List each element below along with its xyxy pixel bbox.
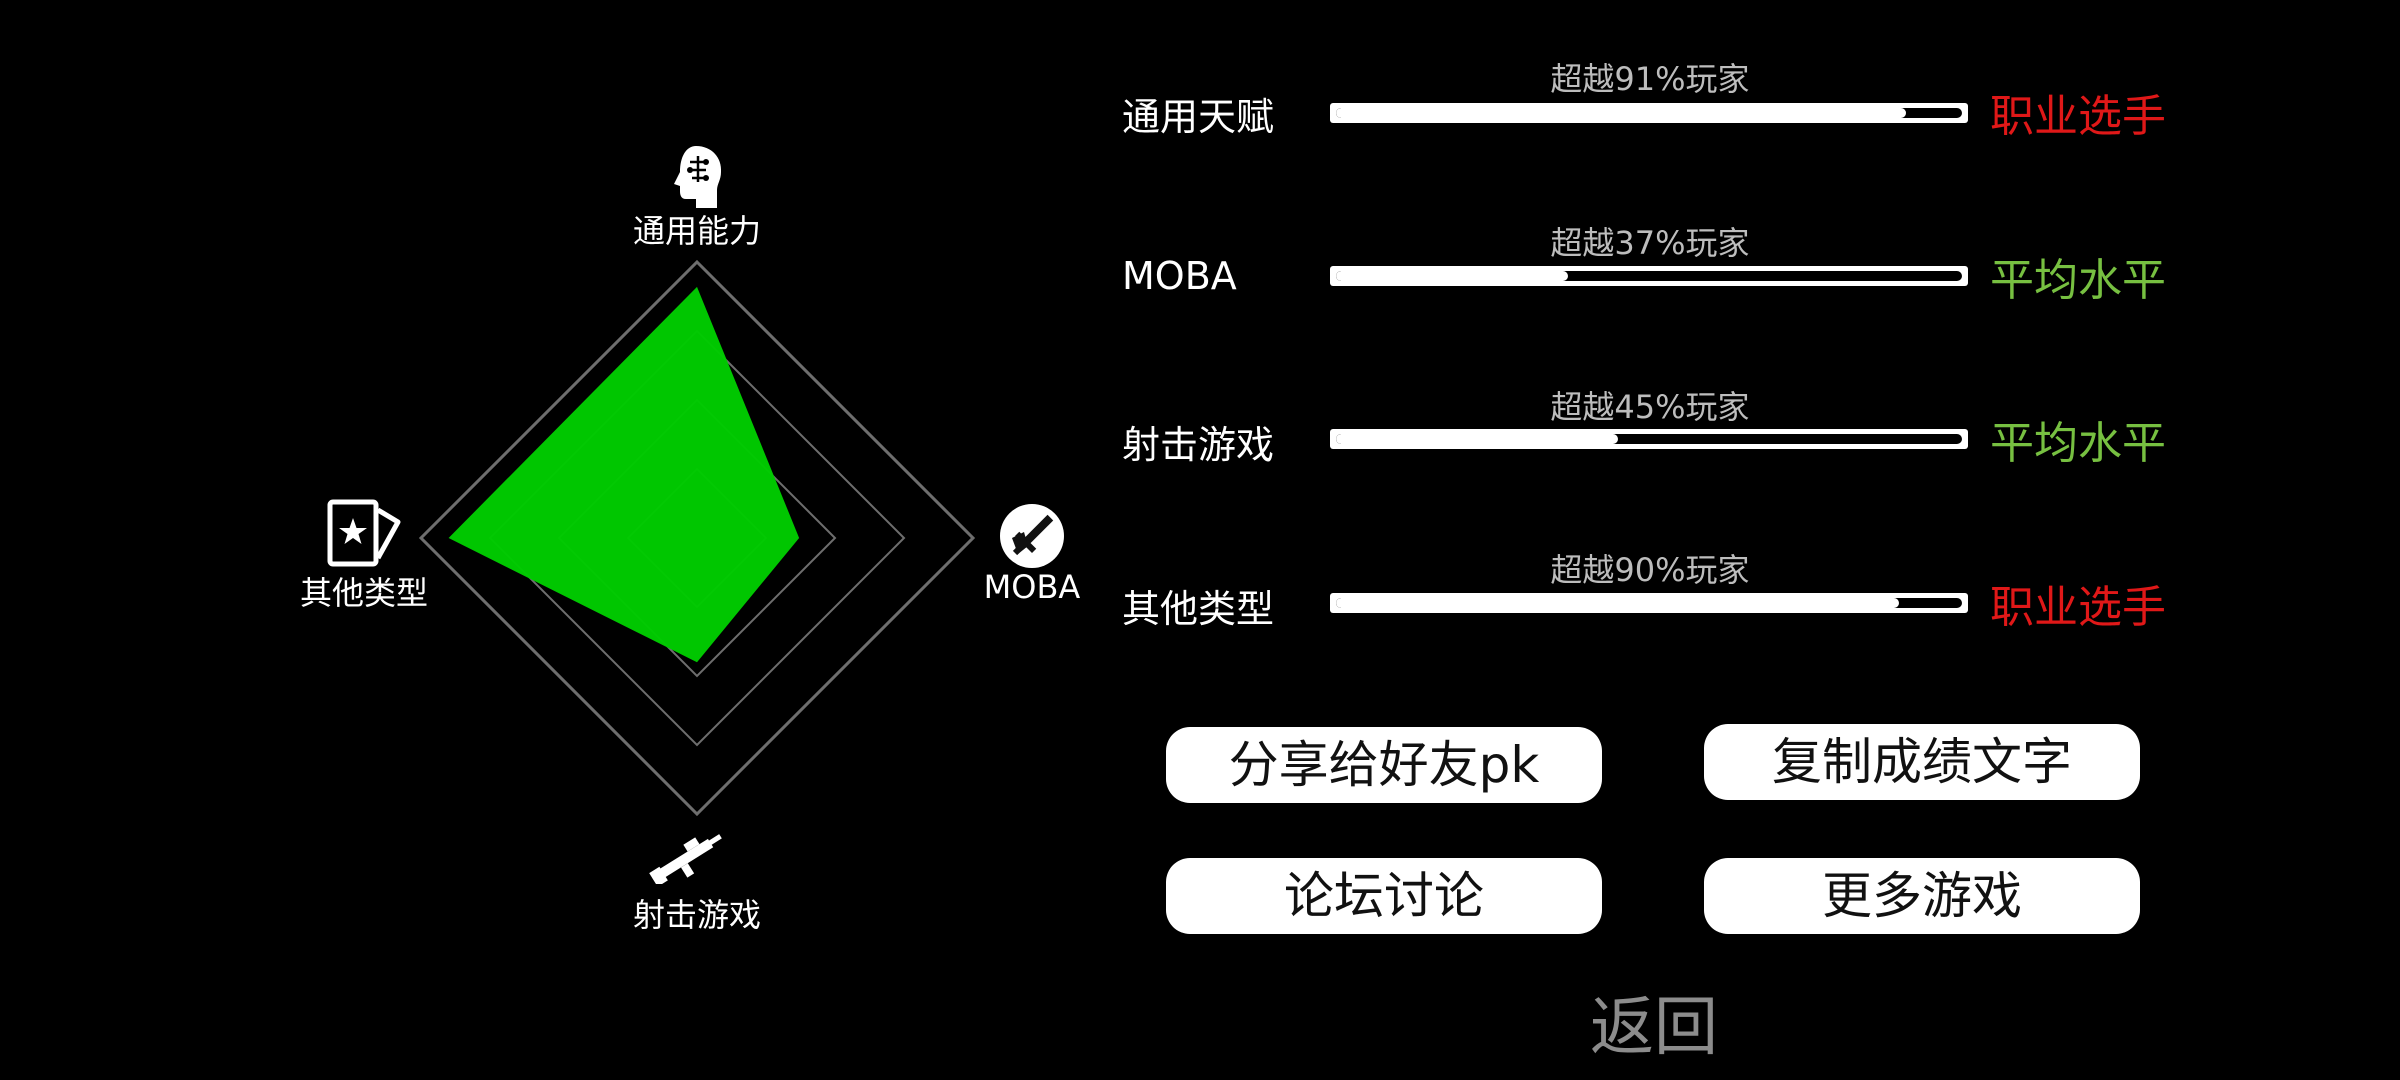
axis-label-shooter: 射击游戏	[632, 896, 762, 934]
stat-label: 其他类型	[1122, 587, 1275, 631]
level-badge: 平均水平	[1990, 418, 2166, 469]
axis-label-general: 通用能力	[632, 212, 762, 250]
radar-data-area	[448, 286, 800, 663]
level-badge: 职业选手	[1990, 582, 2166, 633]
share-pk-button[interactable]: 分享给好友pk	[1166, 727, 1602, 803]
axis-label-other: 其他类型	[299, 574, 429, 612]
stat-label: 射击游戏	[1122, 423, 1275, 467]
sword-shield-icon	[1000, 504, 1064, 568]
stat-label: MOBA	[1122, 254, 1237, 298]
level-badge: 平均水平	[1990, 255, 2166, 306]
axis-label-moba: MOBA	[983, 568, 1081, 606]
progress-bar	[1330, 103, 1968, 123]
radar-grid-ring	[418, 259, 976, 817]
level-badge: 职业选手	[1990, 91, 2166, 142]
percentile-text: 超越90%玩家	[1550, 551, 1750, 589]
star-card-icon	[327, 499, 401, 567]
rifle-icon	[649, 834, 722, 884]
progress-fill	[1336, 271, 1568, 281]
progress-bar	[1330, 429, 1968, 449]
back-button[interactable]: 返回	[1590, 991, 1718, 1065]
progress-bar	[1330, 593, 1968, 613]
head-profile-icon	[674, 146, 722, 208]
percentile-text: 超越91%玩家	[1550, 60, 1750, 98]
percentile-text: 超越37%玩家	[1550, 224, 1750, 262]
copy-results-button[interactable]: 复制成绩文字	[1704, 724, 2140, 800]
progress-fill	[1336, 434, 1618, 444]
progress-bar	[1330, 266, 1968, 286]
progress-fill	[1336, 598, 1900, 608]
progress-fill	[1336, 108, 1906, 118]
radar-chart	[418, 259, 976, 817]
stat-label: 通用天赋	[1122, 95, 1275, 139]
forum-button[interactable]: 论坛讨论	[1166, 858, 1602, 934]
percentile-text: 超越45%玩家	[1550, 388, 1750, 426]
more-games-button[interactable]: 更多游戏	[1704, 858, 2140, 934]
